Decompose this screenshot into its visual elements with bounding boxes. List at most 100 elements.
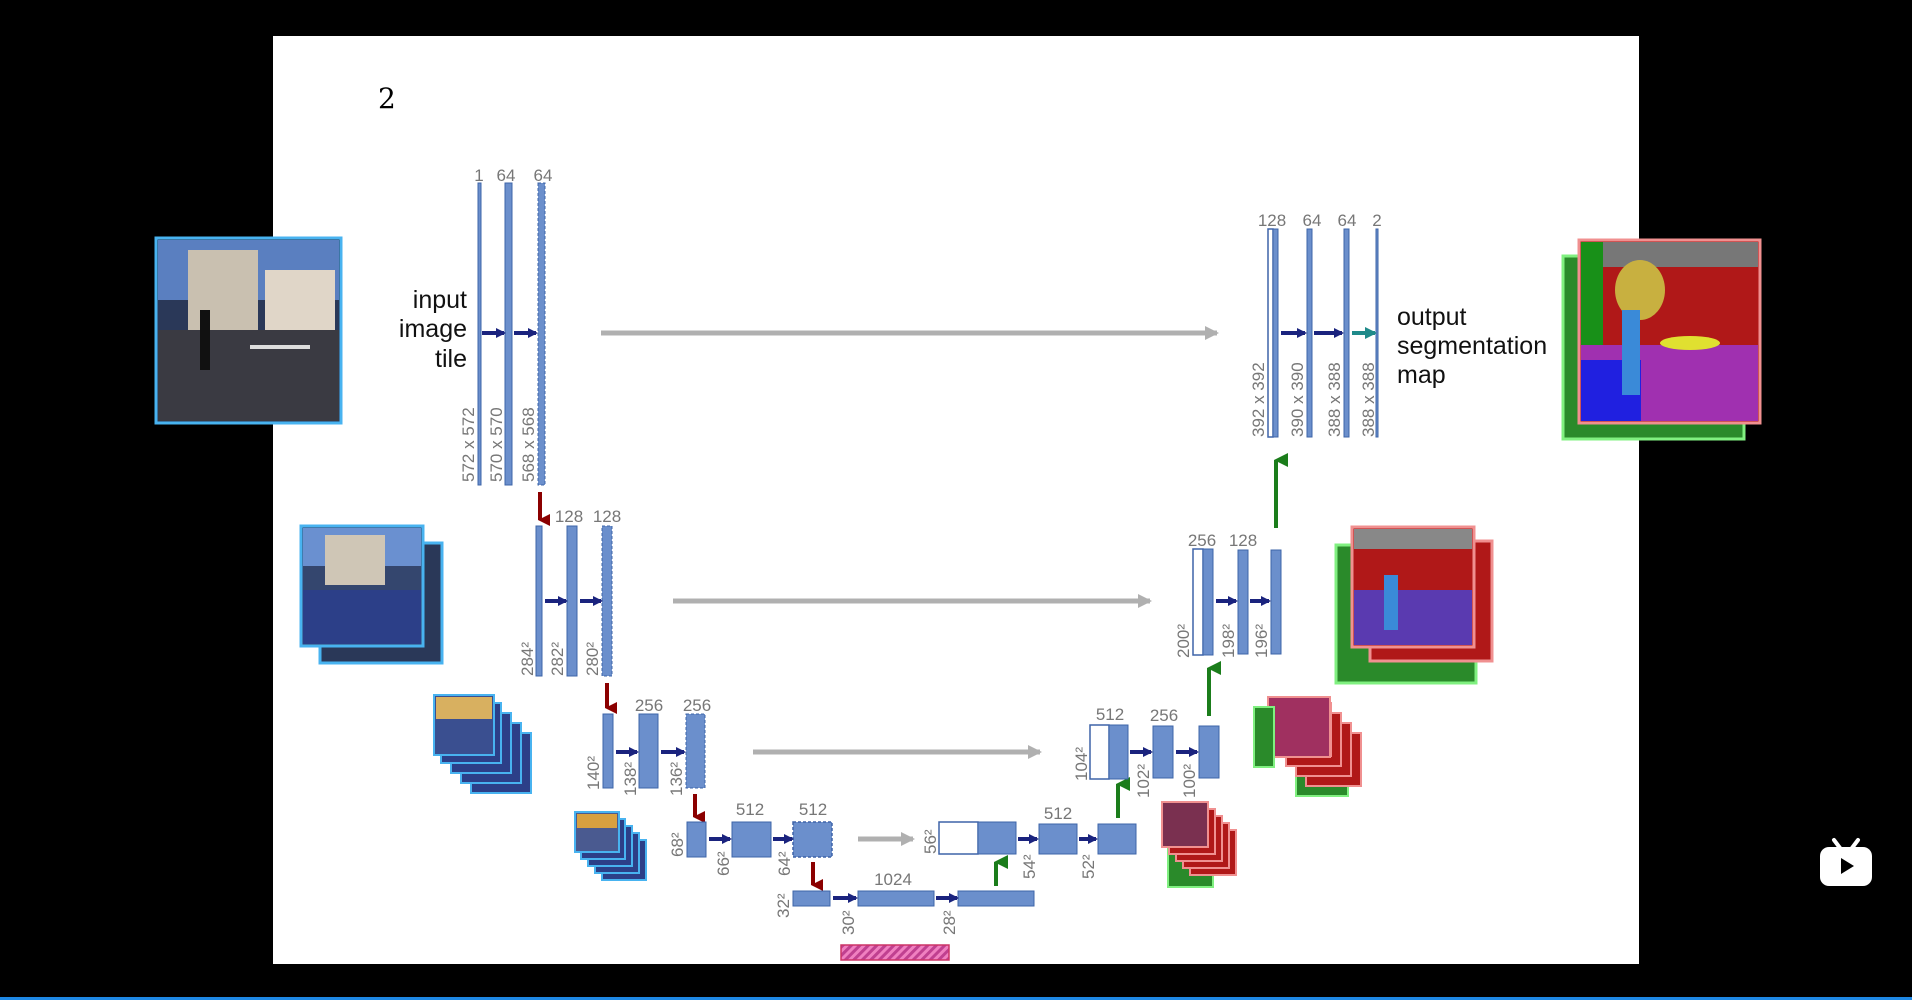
u4-copy-block — [939, 822, 978, 854]
u4-conv2-block — [1098, 824, 1136, 854]
u4-size-1: 56² — [921, 829, 940, 854]
up-level-4: 512 56² 54² 52² — [921, 784, 1136, 879]
l2-channel-1: 128 — [555, 507, 583, 526]
u1-channel-4: 2 — [1372, 211, 1381, 230]
l1-size-2: 570 x 570 — [487, 407, 506, 482]
l3-channel-2: 256 — [683, 696, 711, 715]
up-level-3: 512 256 104² 102² 100² — [1072, 668, 1219, 798]
input-image — [156, 238, 341, 423]
input-label: input image tile — [399, 286, 467, 373]
l5-conv1-block — [858, 891, 934, 906]
l5-size-1: 32² — [774, 893, 793, 918]
l4-pool-block — [687, 822, 706, 857]
l1-channel-1: 1 — [474, 166, 483, 185]
u1-size-3: 388 x 388 — [1325, 362, 1344, 437]
u4-conv1-block — [1039, 824, 1077, 854]
svg-text:image: image — [399, 315, 467, 343]
l5-size-3: 28² — [940, 910, 959, 935]
l1-input-block — [478, 183, 481, 485]
u3-size-1: 104² — [1072, 747, 1091, 781]
u3-size-3: 100² — [1180, 764, 1199, 798]
l4-conv2-block — [793, 822, 832, 857]
u1-channel-2: 64 — [1303, 211, 1322, 230]
l4-channel-1: 512 — [736, 800, 764, 819]
l1-channel-3: 64 — [534, 166, 553, 185]
u2-conv2-block — [1271, 550, 1281, 654]
l1-channel-2: 64 — [497, 166, 516, 185]
l3-pool-block — [603, 714, 613, 788]
svg-text:segmentation: segmentation — [1397, 332, 1547, 360]
bottleneck-strip — [841, 945, 949, 960]
l3-conv2-block — [686, 714, 705, 788]
u3-size-2: 102² — [1134, 764, 1153, 798]
u1-channel-1: 128 — [1258, 211, 1286, 230]
u2-conv1-block — [1238, 550, 1248, 654]
input-image-stack-l2 — [301, 526, 442, 663]
svg-text:map: map — [1397, 361, 1446, 389]
l1-size-1: 572 x 572 — [459, 407, 478, 482]
l4-channel-2: 512 — [799, 800, 827, 819]
u2-size-2: 198² — [1219, 624, 1238, 658]
u3-up-block — [1109, 725, 1128, 779]
l3-size-3: 136² — [667, 762, 686, 796]
l4-conv1-block — [732, 822, 771, 857]
u1-up-block — [1273, 229, 1278, 437]
bilibili-tv-icon[interactable] — [1818, 836, 1874, 888]
svg-text:tile: tile — [435, 345, 467, 373]
u3-conv1-block — [1153, 726, 1173, 778]
output-map-stack-u2 — [1336, 527, 1492, 683]
l2-size-2: 282² — [548, 642, 567, 676]
output-segmentation-map — [1563, 240, 1760, 439]
l5-pool-block — [793, 891, 830, 906]
u1-conv2-block — [1344, 229, 1349, 437]
u3-copy-block — [1090, 725, 1109, 779]
u4-size-2: 54² — [1020, 854, 1039, 879]
l1-conv2-block — [538, 183, 545, 485]
u2-channel-2: 128 — [1229, 531, 1257, 550]
l2-size-3: 280² — [583, 642, 602, 676]
u4-size-3: 52² — [1079, 854, 1098, 879]
output-map-stack-u4 — [1162, 802, 1236, 887]
level-3-encoder: 256 256 140² 138² 136² — [584, 696, 1040, 817]
l5-size-2: 30² — [839, 910, 858, 935]
u1-size-2: 390 x 390 — [1288, 362, 1307, 437]
up-level-1-output: 128 64 64 2 392 x 392 390 x 390 388 x 38… — [1249, 211, 1382, 437]
u3-conv2-block — [1199, 726, 1219, 778]
svg-text:input: input — [413, 286, 467, 314]
u2-size-1: 200² — [1174, 624, 1193, 658]
l1-conv1-block — [505, 183, 512, 485]
u2-size-3: 196² — [1252, 624, 1271, 658]
u2-copy-block — [1193, 549, 1203, 655]
u1-size-1: 392 x 392 — [1249, 362, 1268, 437]
l3-size-2: 138² — [621, 762, 640, 796]
l4-size-1: 68² — [668, 832, 687, 857]
input-image-stack-l3 — [434, 695, 531, 793]
u1-conv1-block — [1307, 229, 1312, 437]
svg-text:output: output — [1397, 303, 1467, 331]
level-1-encoder: 1 64 64 572 x 572 570 x 570 568 x 568 — [459, 166, 1217, 520]
l5-channel-1: 1024 — [874, 870, 912, 889]
l3-channel-1: 256 — [635, 696, 663, 715]
l2-conv2-block — [602, 526, 612, 676]
up-level-2: 256 128 200² 198² 196² — [1174, 460, 1281, 658]
u3-channel-1: 512 — [1096, 705, 1124, 724]
u1-copy-block — [1268, 229, 1273, 437]
u4-up-block — [978, 822, 1016, 854]
l3-conv1-block — [639, 714, 658, 788]
input-image-stack-l4 — [575, 812, 646, 880]
u4-channel-2: 512 — [1044, 804, 1072, 823]
u1-size-4: 388 x 388 — [1359, 362, 1378, 437]
u3-channel-2: 256 — [1150, 706, 1178, 725]
output-map-stack-u3 — [1254, 697, 1361, 796]
u1-channel-3: 64 — [1338, 211, 1357, 230]
l2-conv1-block — [567, 526, 577, 676]
l1-size-3: 568 x 568 — [519, 407, 538, 482]
l2-size-1: 284² — [518, 642, 537, 676]
level-2-encoder: 128 128 284² 282² 280² — [518, 507, 1150, 708]
l2-channel-2: 128 — [593, 507, 621, 526]
l4-size-3: 64² — [775, 851, 794, 876]
u2-channel-1: 256 — [1188, 531, 1216, 550]
l5-conv2-block — [958, 891, 1034, 906]
output-label: output segmentation map — [1397, 303, 1547, 389]
